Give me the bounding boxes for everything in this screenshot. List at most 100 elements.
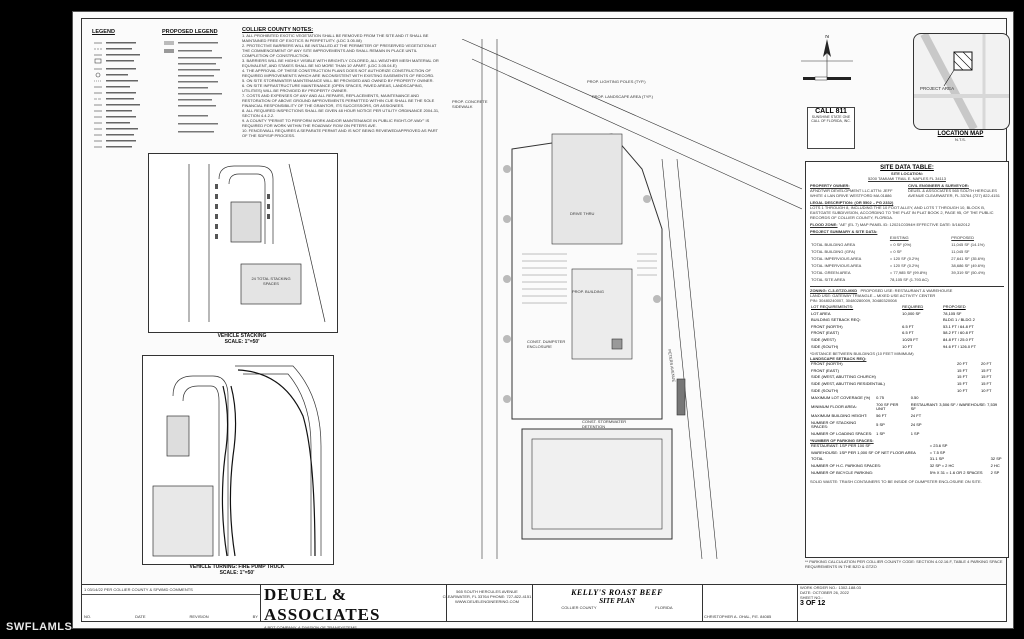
table-cell — [810, 234, 889, 241]
table-cell: PROPOSED — [943, 304, 966, 309]
table-cell: 39,319 SF (50.4%) — [951, 270, 985, 275]
stacking-caption: VEHICLE STACKING SCALE: 1"=50' — [148, 333, 336, 345]
rev-header: REVISION — [189, 614, 209, 619]
table-cell: WAREHOUSE: 1SP PER 1,000 SF OF NET FLOOR… — [811, 449, 916, 455]
engineer-text: DEUEL & ASSOCIATES 565 SOUTH HERCULES AV… — [908, 188, 1000, 198]
table-cell: TOTAL SITE AREA — [811, 277, 846, 282]
table-cell: 38,686 SF (49.6%) — [951, 263, 985, 268]
table-cell: = 0 SF (0%) — [889, 242, 912, 247]
location-map-caption: LOCATION MAP N.T.S. — [913, 131, 1008, 142]
table-row: TOTAL IMPERVIOUS AREA = 120 SF (0.2%) 27,6… — [810, 255, 1004, 262]
table-cell: 20 FT — [957, 361, 968, 367]
legal-text: LOTS 1 THROUGH 8, INCLUDING THE 10 FOOT … — [810, 205, 994, 220]
table-cell: LOT AREA — [811, 310, 831, 316]
firm-address: 565 SOUTH HERCULES AVENUE CLEARWATER, FL… — [442, 589, 532, 604]
table-cell: 32 SP = 2 HC — [929, 463, 955, 469]
flood-label: FLOOD ZONE: — [810, 222, 838, 227]
sheet-frame: LEGEND — [81, 18, 1010, 630]
label-drive-thru: DRIVE THRU — [570, 211, 595, 216]
proposed-legend-symbols — [164, 41, 222, 133]
label-sidewalk: PROP. CONCRETE SIDEWALK — [452, 99, 488, 109]
table-cell: = 120 SF (0.2%) — [889, 263, 920, 268]
table-cell: TOTAL BUILDING AREA — [811, 242, 856, 247]
table-cell: NUMBER OF BICYCLE PARKING: — [811, 469, 874, 475]
table-row: TOTAL IMPERVIOUS AREA= 120 SF (0.2%)38,6… — [810, 262, 1004, 269]
proposed-legend: PROPOSED LEGEND — [162, 29, 234, 149]
owner-text: AFNDTWR DEVELOPMENT LLC ATTN: JEFF WHITE… — [810, 188, 893, 198]
project-title: KELLY'S ROAST BEEF — [571, 588, 663, 597]
table-cell: 10 FT — [902, 343, 913, 349]
table-cell: TOTAL IMPERVIOUS AREA — [811, 256, 862, 261]
table-cell: 5 SP — [876, 421, 885, 427]
table-cell: 6.5 FT — [902, 330, 914, 336]
legal-label: LEGAL DESCRIPTION: (OR 5502 – PG 2332) — [810, 200, 894, 205]
collier-county-notes: COLLIER COUNTY NOTES: 1. ALL PROHIBITED … — [242, 27, 442, 162]
note-item: 2. PROTECTIVE BARRIERS WILL BE INSTALLED… — [242, 43, 437, 58]
table-row: TOTAL GREEN AREA= 77,985 SF (99.8%)39,31… — [810, 269, 1004, 276]
note-item: 4. THE APPROVAL OF THESE CONSTRUCTION PL… — [242, 68, 435, 78]
table-cell: 10/25 FT — [902, 336, 919, 342]
table-cell: 10 FT — [957, 387, 968, 393]
table-cell: LOT REQUIREMENTS: — [811, 304, 854, 309]
stacking-caption-text: VEHICLE STACKING — [217, 333, 267, 339]
table-row: RESTAURANT: 1SP PER 100 SF = 23.6 SP — [810, 443, 1004, 450]
site-data-title: SITE DATA TABLE: — [880, 165, 934, 171]
divider — [810, 286, 1004, 287]
note-item: 8. ALL REQUIRED INSPECTIONS SHALL BE GIV… — [242, 108, 440, 118]
note-item: 10. FENCE/WALL REQUIRES A SEPARATE PERMI… — [242, 128, 438, 138]
site-data-table: SITE DATA TABLE: SITE LOCATION: 5200 TAM… — [805, 161, 1009, 558]
table-cell: NUMBER OF LOADING SPACES: — [811, 430, 873, 436]
table-cell: 11,045 SF (14.1%) — [951, 242, 985, 247]
project-block: KELLY'S ROAST BEEF SITE PLAN COLLIER COU… — [532, 585, 703, 621]
table-cell: 0.75 — [876, 395, 884, 401]
table-cell: 27,641 SF (35.6%) — [951, 256, 985, 261]
note-item: 3. BARRIERS WILL BE HIGHLY VISIBLE WITH … — [242, 58, 439, 68]
table-cell: SIDE (WEST, ABUTTING CHURCH) — [811, 374, 876, 380]
table-cell: FRONT (EAST) — [811, 367, 839, 373]
firm-address-block: 565 SOUTH HERCULES AVENUE CLEARWATER, FL… — [442, 585, 533, 621]
engineer-label: CIVIL ENGINEER & SURVEYOR: — [908, 183, 969, 188]
note-item: 5. ON SITE STORMWATER MAINTENANCE WILL B… — [242, 78, 434, 83]
table-cell: 20 FT — [981, 361, 992, 367]
table-cell: 1 SP — [910, 430, 920, 436]
parking-footnote: ** PARKING CALCULATION PER COLLIER COUNT… — [805, 559, 1003, 569]
table-cell: MAXIMUM BUILDING HEIGHT: — [811, 412, 868, 418]
table-cell: 78,105 SF — [943, 310, 962, 316]
table-cell: SIDE (WEST, ABUTTING RESIDENTIAL) — [811, 380, 885, 386]
table-cell: SIDE (WEST) — [811, 336, 836, 342]
table-cell: NUMBER OF STACKING SPACES: — [811, 419, 857, 430]
table-cell: MAXIMUM LOT COVERAGE (%) — [811, 395, 871, 401]
engineer-block: CIVIL ENGINEER & SURVEYOR: DEUEL & ASSOC… — [908, 183, 1004, 198]
table-row: NUMBER OF STACKING SPACES: 5 SP 24 SP — [810, 420, 1004, 431]
table-cell: 10 FT — [981, 387, 992, 393]
turning-drawing — [152, 365, 322, 557]
table-cell: RESTAURANT: 1SP PER 100 SF — [811, 443, 871, 449]
job-number: WORK ORDER NO.: 1302-188.03 — [800, 585, 861, 590]
call-811-title: CALL 811 — [815, 108, 847, 115]
notes-title: COLLIER COUNTY NOTES: — [242, 27, 314, 33]
label-landscape: PROP. LANDSCAPE AREA (TYP.) — [592, 94, 653, 99]
note-item: 9. A COUNTY "PERMIT TO PERFORM WORK AND/… — [242, 118, 430, 128]
proposed-legend-title: PROPOSED LEGEND — [162, 29, 218, 35]
table-cell: = 120 SF (0.2%) — [889, 256, 920, 261]
table-cell: 1 SP — [876, 430, 885, 436]
pin: PIN: 30480240007, 30480280009, 304803200… — [810, 298, 897, 303]
table-cell: = 23.6 SP — [929, 443, 948, 449]
stacking-scale: SCALE: 1"=50' — [224, 339, 260, 345]
legend-title: LEGEND — [92, 29, 115, 35]
table-cell: = 0 SF — [889, 249, 902, 254]
table-cell: 700 SF PER UNIT — [876, 401, 899, 412]
engineer-seal-block: CHRISTOPHER A. OHAL, P.E. 84085 — [702, 585, 798, 621]
table-cell: FRONT (NORTH) — [811, 323, 843, 329]
location-map-scale: N.T.S. — [955, 137, 966, 142]
table-cell: 24 SP — [910, 421, 922, 427]
